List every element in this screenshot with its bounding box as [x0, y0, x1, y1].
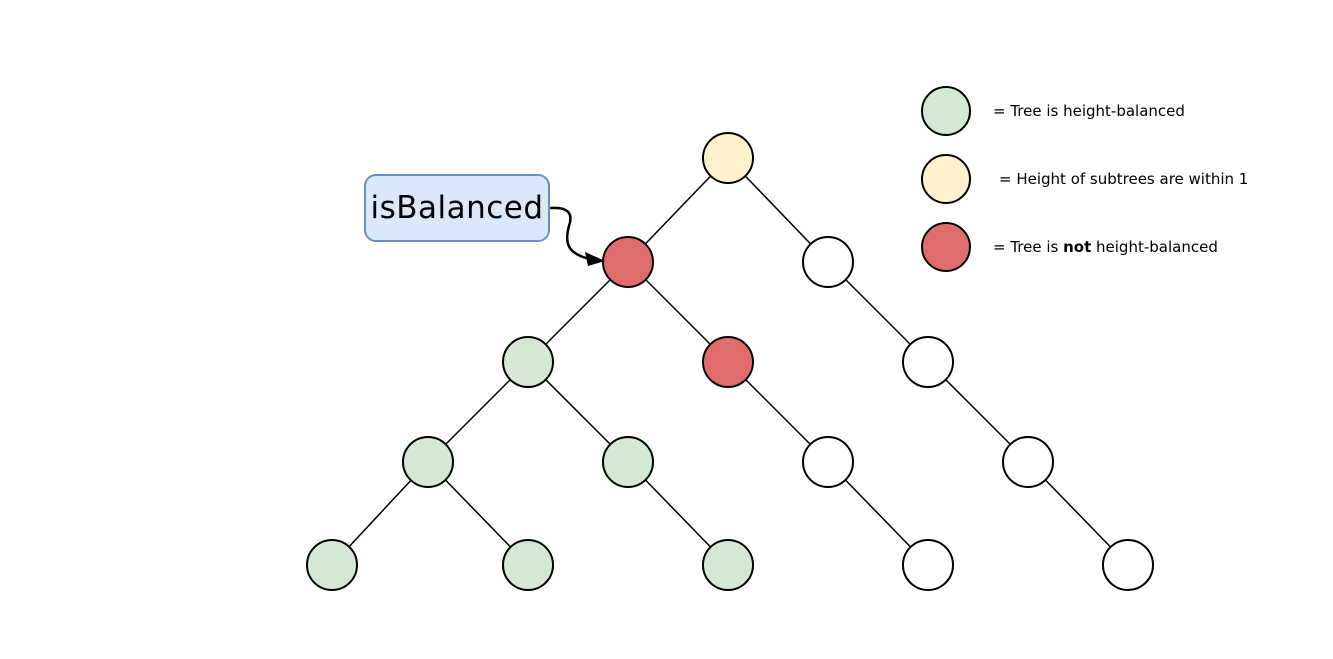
tree-node-RRR-empty — [1002, 436, 1054, 488]
legend-swatch-within1-icon — [921, 154, 971, 204]
legend-item-unbalanced: = Tree is not height-balanced — [921, 222, 1218, 272]
tree-node-LL-balanced — [502, 336, 554, 388]
legend-swatch-unbalanced-icon — [921, 222, 971, 272]
isbalanced-callout-text: isBalanced — [370, 190, 544, 226]
callout-arrowhead-icon — [585, 252, 605, 266]
tree-node-LLLL-balanced — [306, 539, 358, 591]
tree-node-LR-unbalanced — [702, 336, 754, 388]
tree-node-LLLR-balanced — [502, 539, 554, 591]
tree-node-LRR-empty — [802, 436, 854, 488]
tree-node-L-unbalanced — [602, 236, 654, 288]
legend-swatch-balanced-icon — [921, 86, 971, 136]
tree-node-LRRR-empty — [902, 539, 954, 591]
tree-node-LLL-balanced — [402, 436, 454, 488]
tree-node-LLRR-balanced — [702, 539, 754, 591]
legend-label-within1: = Height of subtrees are within 1 — [999, 170, 1249, 188]
isbalanced-callout: isBalanced — [364, 174, 550, 242]
tree-node-LLR-balanced — [602, 436, 654, 488]
tree-node-root-within1 — [702, 132, 754, 184]
callout-arrow-line — [549, 206, 588, 260]
legend-label-balanced: = Tree is height-balanced — [993, 102, 1185, 120]
tree-nodes — [306, 132, 1154, 591]
legend-item-balanced: = Tree is height-balanced — [921, 86, 1185, 136]
legend-item-within1: = Height of subtrees are within 1 — [921, 154, 1248, 204]
legend-label-unbalanced: = Tree is not height-balanced — [993, 238, 1218, 256]
tree-node-RR-empty — [902, 336, 954, 388]
tree-node-R-empty — [802, 236, 854, 288]
callout-arrow — [549, 206, 605, 266]
tree-node-RRRR-empty — [1102, 539, 1154, 591]
